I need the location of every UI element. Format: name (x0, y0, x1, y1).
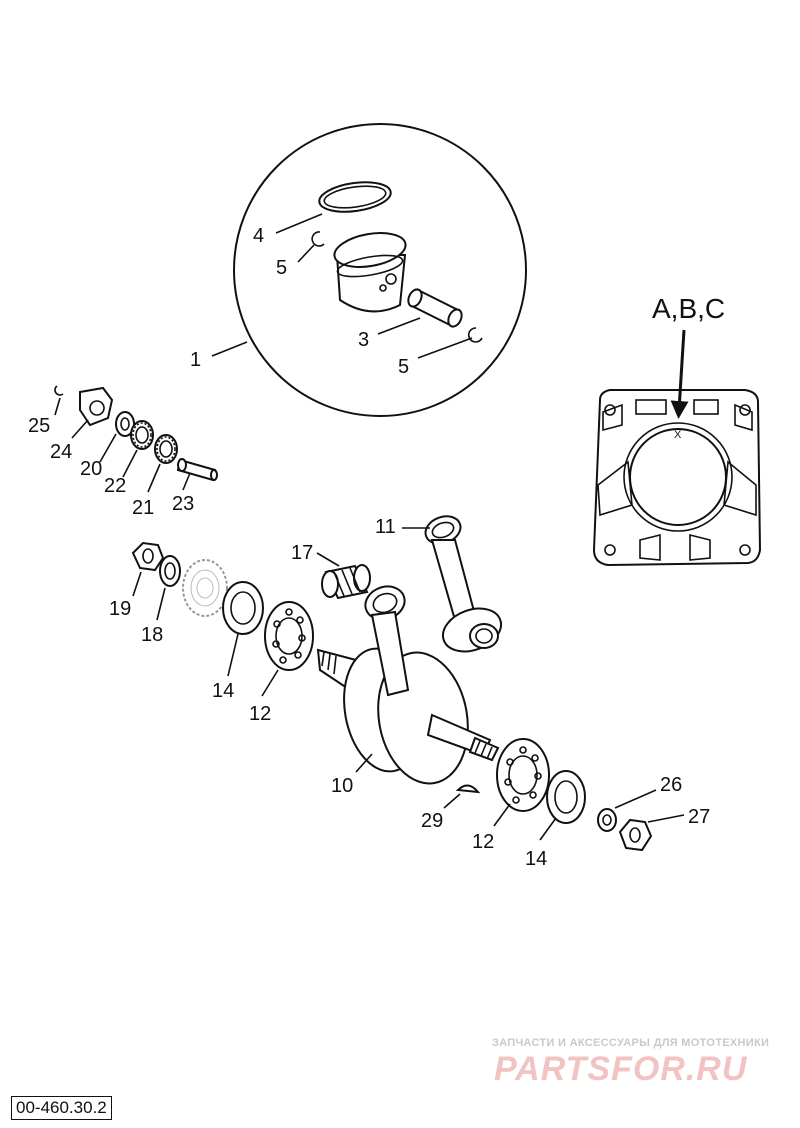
callout-26: 26 (660, 774, 682, 796)
bearing-22 (130, 420, 154, 450)
washer-18 (159, 555, 181, 587)
connecting-rod (424, 515, 503, 653)
callout-25: 25 (28, 415, 50, 437)
watermark: ЗАПЧАСТИ И АКСЕССУАРЫ ДЛЯ МОТОТЕХНИКИ PA… (492, 1037, 769, 1088)
piston (333, 232, 407, 313)
bearing-21 (154, 434, 178, 464)
callout-17: 17 (291, 542, 313, 564)
bearing-12-left (264, 601, 314, 671)
piston-detail-group: 4 5 3 5 1 (190, 123, 527, 417)
bearing-12-right (496, 738, 550, 812)
primary-gear (182, 559, 228, 617)
callout-14-right: 14 (525, 848, 547, 870)
gasket-mark-x: X (674, 429, 682, 441)
callout-5-top: 5 (276, 257, 287, 279)
callout-19: 19 (109, 598, 131, 620)
callout-11: 11 (375, 516, 396, 538)
left-crank-parts: 19 18 14 12 (109, 541, 314, 725)
callout-3: 3 (358, 329, 369, 351)
nut-19 (131, 541, 165, 572)
connecting-rod-group: 17 11 (291, 515, 503, 653)
impeller (79, 386, 114, 427)
piston-ring (318, 181, 392, 213)
right-crank-parts: 29 12 14 26 27 (421, 738, 710, 870)
piston-pin-clip-top (311, 231, 325, 247)
callout-24: 24 (50, 441, 72, 463)
callout-23: 23 (172, 493, 194, 515)
seal-ring-14-left (222, 581, 264, 635)
callout-22: 22 (104, 475, 126, 497)
needle-bearing (321, 564, 371, 600)
callout-4: 4 (253, 225, 264, 247)
watermark-brand: PARTSFOR.RU (494, 1050, 748, 1088)
callout-18: 18 (141, 624, 163, 646)
reference-code: 00-460.30.2 (11, 1096, 112, 1120)
crank-rod (364, 585, 410, 697)
callout-29: 29 (421, 810, 443, 832)
callout-10: 10 (331, 775, 353, 797)
watermark-tagline: ЗАПЧАСТИ И АКСЕССУАРЫ ДЛЯ МОТОТЕХНИКИ (492, 1037, 769, 1049)
piston-pin (407, 288, 463, 328)
callout-20: 20 (80, 458, 102, 480)
crankshaft-group: 10 (316, 585, 500, 797)
cylinder-gasket-group: X A,B,C (592, 293, 762, 567)
callout-1: 1 (190, 349, 201, 371)
woodruff-key (455, 784, 481, 794)
callout-12-left: 12 (249, 703, 271, 725)
clip-25 (54, 385, 64, 396)
callout-5-right: 5 (398, 356, 409, 378)
callout-21: 21 (132, 497, 154, 519)
gasket-marker-arrow (670, 329, 689, 419)
water-pump-group: 25 24 20 22 21 23 (28, 385, 218, 519)
nut-27 (618, 818, 653, 852)
shaft-23 (176, 458, 218, 482)
callout-12-right: 12 (472, 831, 494, 853)
gasket-marker-label: A,B,C (652, 293, 725, 324)
washer-26 (597, 808, 617, 832)
callout-14-left: 14 (212, 680, 234, 702)
seal-ring-14-right (546, 770, 586, 824)
callout-27: 27 (688, 806, 710, 828)
